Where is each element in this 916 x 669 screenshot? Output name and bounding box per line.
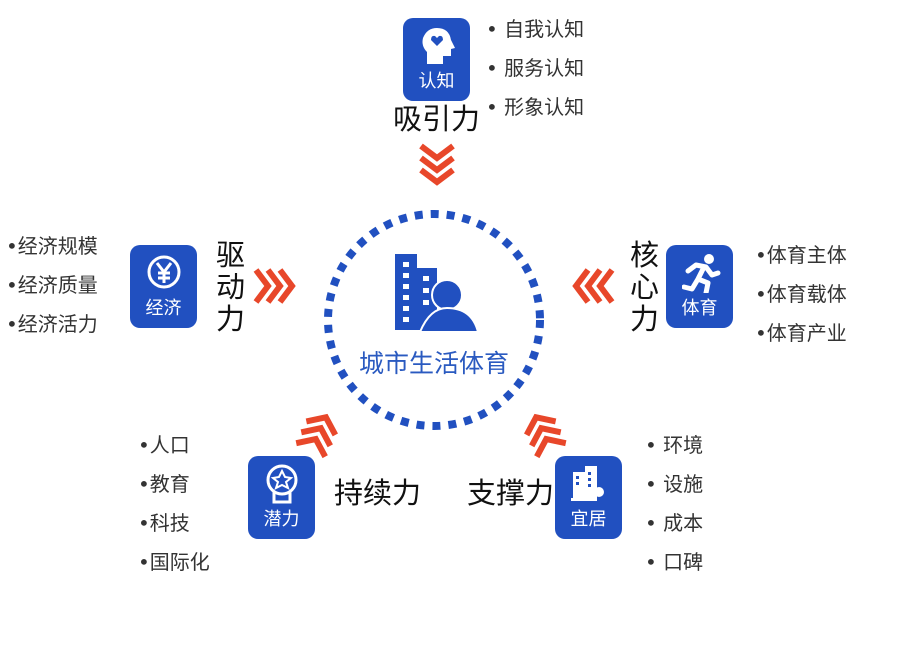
- list-bottom-left: •人口 •教育 •科技 •国际化: [138, 426, 210, 582]
- building-person-icon: [395, 254, 480, 333]
- yen-icon: [147, 255, 181, 289]
- list-item: •教育: [138, 472, 190, 496]
- node-label: 宜居: [570, 509, 607, 530]
- list-item: • 形象认知: [486, 95, 585, 119]
- list-item: •经济质量: [6, 273, 98, 297]
- list-item: •体育产业: [755, 321, 847, 345]
- list-item: •体育主体: [755, 243, 847, 267]
- list-item: •经济规模: [6, 234, 98, 258]
- list-left: •经济规模 •经济质量 •经济活力: [6, 227, 98, 344]
- chevron-arrow-right: [572, 268, 615, 304]
- chevron-arrow-top: [419, 143, 455, 186]
- medal-icon: [266, 464, 298, 504]
- list-item: •人口: [138, 433, 190, 457]
- runner-icon: [682, 254, 721, 293]
- node-label: 认知: [418, 71, 455, 92]
- buildings-sun-icon: [571, 466, 604, 501]
- center-title: 城市生活体育: [358, 349, 509, 378]
- node-livability: 宜居: [555, 456, 622, 539]
- node-sports: 体育: [666, 245, 733, 328]
- list-item: •国际化: [138, 550, 210, 574]
- list-item: • 成本: [645, 511, 704, 535]
- list-item: • 自我认知: [486, 17, 585, 41]
- list-item: •经济活力: [6, 312, 98, 336]
- list-bottom-right: • 环境 • 设施 • 成本 • 口碑: [645, 426, 703, 582]
- force-label-driving: 驱动力: [216, 238, 246, 336]
- list-top: • 自我认知 • 服务认知 • 形象认知: [486, 10, 584, 127]
- list-item: • 环境: [645, 433, 704, 457]
- list-item: •科技: [138, 511, 190, 535]
- force-label-sustainability: 持续力: [334, 476, 422, 510]
- node-label: 潜力: [263, 509, 300, 530]
- center-dashed-circle: [324, 210, 544, 430]
- node-cognition: 认知: [403, 18, 470, 101]
- chevron-arrow-bottom-right: [524, 413, 567, 459]
- force-label-support: 支撑力: [467, 476, 555, 510]
- node-label: 经济: [145, 298, 182, 319]
- list-item: • 服务认知: [486, 56, 585, 80]
- list-item: • 口碑: [645, 550, 704, 574]
- list-item: • 设施: [645, 472, 704, 496]
- head-heart-icon: [422, 28, 455, 64]
- chevron-arrow-left: [253, 268, 296, 304]
- list-right: •体育主体 •体育载体 •体育产业: [755, 236, 847, 353]
- node-economy: 经济: [130, 245, 197, 328]
- force-label-core: 核心力: [630, 238, 660, 336]
- chevron-arrow-bottom-left: [295, 413, 338, 459]
- node-potential: 潜力: [248, 456, 315, 539]
- force-label-attraction: 吸引力: [393, 102, 481, 136]
- node-label: 体育: [681, 298, 718, 319]
- list-item: •体育载体: [755, 282, 847, 306]
